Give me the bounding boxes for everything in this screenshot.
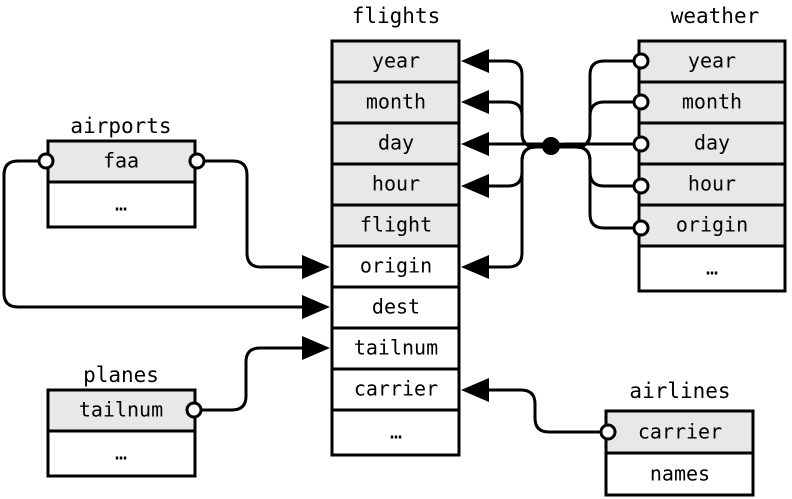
table-flights: flights year month day hour flight origi… xyxy=(330,4,461,457)
link-airports-origin xyxy=(205,159,316,269)
field-label-flights-flight: flight xyxy=(360,213,432,237)
field-row-flights-hour[interactable] xyxy=(330,162,461,207)
field-label-flights-hour: hour xyxy=(372,172,420,196)
field-label-weather-origin: origin xyxy=(676,213,748,237)
arrowhead-flights-day xyxy=(461,132,489,156)
circle-airlines-carrier xyxy=(599,423,617,441)
link-airports-dest xyxy=(2,159,316,309)
arrowhead-flights-origin-airports xyxy=(302,255,330,279)
field-label-weather-more: … xyxy=(706,256,718,280)
table-airports: airports faa … xyxy=(46,114,197,229)
table-border-flights xyxy=(330,39,461,457)
field-label-weather-day: day xyxy=(694,131,730,155)
field-label-airports-more: … xyxy=(115,192,127,216)
field-label-weather-month: month xyxy=(682,90,742,114)
circle-weather-month xyxy=(632,93,650,111)
link-planes-tailnum xyxy=(202,346,316,412)
field-label-flights-carrier: carrier xyxy=(354,377,438,401)
table-planes: planes tailnum … xyxy=(46,363,197,478)
table-title-airlines: airlines xyxy=(629,379,730,403)
link-weather-origin-right xyxy=(551,145,639,230)
junction-dot-datetime-origin xyxy=(542,137,560,155)
relationship-links xyxy=(2,59,639,434)
field-label-flights-day: day xyxy=(378,131,414,155)
table-border-weather xyxy=(637,39,787,293)
arrowhead-flights-origin-weather xyxy=(461,255,489,279)
table-border-airlines xyxy=(604,409,755,497)
circle-airports-faa-right xyxy=(188,152,206,170)
field-label-airlines-names: names xyxy=(650,462,710,486)
field-label-planes-tailnum: tailnum xyxy=(79,398,163,422)
field-label-weather-hour: hour xyxy=(688,172,736,196)
circle-weather-origin xyxy=(632,219,650,237)
arrowhead-flights-dest xyxy=(302,295,330,319)
circle-weather-year xyxy=(632,52,650,70)
arrowhead-flights-carrier xyxy=(461,378,489,402)
table-airlines: airlines carrier names xyxy=(604,379,755,497)
field-row-weather-day[interactable] xyxy=(637,121,787,166)
table-border-planes xyxy=(46,388,197,478)
table-title-airports: airports xyxy=(70,114,171,138)
table-title-flights: flights xyxy=(352,4,441,28)
circle-weather-hour xyxy=(632,177,650,195)
field-label-flights-tailnum: tailnum xyxy=(354,336,438,360)
field-label-flights-more: … xyxy=(390,420,402,444)
field-label-flights-month: month xyxy=(366,90,426,114)
circle-airports-faa-left xyxy=(37,152,55,170)
arrowhead-flights-tailnum xyxy=(302,336,330,360)
field-label-airlines-carrier: carrier xyxy=(638,420,722,444)
link-weather-hour-right xyxy=(551,145,639,188)
table-border-airports xyxy=(46,139,197,229)
field-label-flights-dest: dest xyxy=(372,295,420,319)
field-row-weather-month[interactable] xyxy=(637,80,787,125)
arrowhead-flights-hour xyxy=(461,174,489,198)
field-label-flights-origin: origin xyxy=(360,254,432,278)
circle-planes-tailnum xyxy=(185,401,203,419)
field-label-flights-year: year xyxy=(372,49,420,73)
arrowhead-flights-year xyxy=(461,49,489,73)
table-title-weather: weather xyxy=(671,4,760,28)
field-label-weather-year: year xyxy=(688,49,736,73)
field-label-airports-faa: faa xyxy=(103,149,139,173)
relationship-arrowheads xyxy=(302,49,489,402)
connector-circles xyxy=(37,52,650,441)
table-weather: weather year month day hour origin … xyxy=(637,4,787,293)
link-weather-month-right xyxy=(551,100,639,149)
link-junction-flights-origin xyxy=(476,145,551,269)
link-airlines-carrier xyxy=(476,388,604,434)
field-row-flights-origin[interactable] xyxy=(330,244,461,289)
table-title-planes: planes xyxy=(83,363,159,387)
field-label-planes-more: … xyxy=(115,441,127,465)
circle-weather-day xyxy=(632,135,650,153)
arrowhead-flights-month xyxy=(461,90,489,114)
